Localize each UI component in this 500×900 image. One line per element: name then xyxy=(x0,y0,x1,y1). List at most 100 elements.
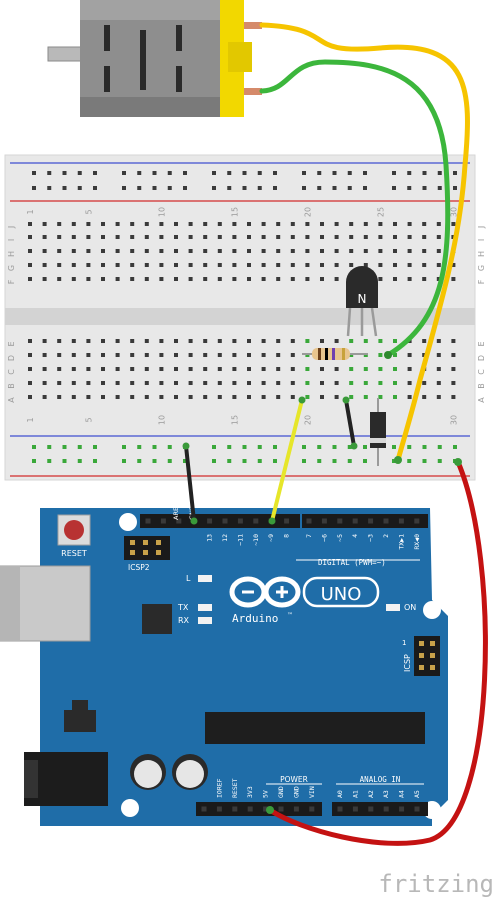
header-pin xyxy=(156,550,161,555)
digital-socket[interactable] xyxy=(253,518,259,524)
power-socket[interactable] xyxy=(263,806,269,812)
wire-black-board[interactable] xyxy=(344,398,356,448)
digital-socket[interactable] xyxy=(337,518,343,524)
digital-socket[interactable] xyxy=(237,518,243,524)
power-socket[interactable] xyxy=(247,806,253,812)
digital-socket[interactable] xyxy=(160,518,166,524)
rail-hole xyxy=(122,445,126,449)
breadboard-hole xyxy=(305,249,310,253)
breadboard-hole xyxy=(247,222,251,226)
analog-socket[interactable] xyxy=(383,806,389,812)
motor-terminal-2 xyxy=(244,88,262,95)
breadboard-hole xyxy=(174,395,178,399)
digital-socket[interactable] xyxy=(284,518,290,524)
rail-hole xyxy=(77,171,82,175)
breadboard-hole xyxy=(130,222,135,226)
power-socket[interactable] xyxy=(216,806,222,812)
breadboard-hole xyxy=(57,339,62,343)
breadboard-hole xyxy=(101,222,105,226)
rail-hole xyxy=(93,186,97,190)
analog-socket[interactable] xyxy=(414,806,420,812)
breadboard-hole xyxy=(363,235,368,239)
breadboard-hole xyxy=(451,277,456,281)
rail-hole xyxy=(437,171,442,175)
breadboard-hole xyxy=(203,249,208,253)
breadboard-hole xyxy=(349,339,354,343)
breadboard-hole xyxy=(261,277,266,281)
digital-socket[interactable] xyxy=(383,518,389,524)
breadboard-hole xyxy=(349,263,354,267)
power-socket[interactable] xyxy=(293,806,299,812)
led-rx-label: RX xyxy=(178,616,190,625)
breadboard-hole xyxy=(115,381,120,385)
rail-hole xyxy=(317,445,322,449)
rail-hole xyxy=(422,445,427,449)
digital-socket[interactable] xyxy=(321,518,327,524)
digital-socket[interactable] xyxy=(414,518,420,524)
power-socket[interactable] xyxy=(309,806,315,812)
breadboard-hole xyxy=(320,222,324,226)
led-on xyxy=(386,604,400,611)
breadboard-hole xyxy=(101,263,105,267)
breadboard-hole xyxy=(436,381,441,385)
resistor-band xyxy=(318,348,321,360)
rail-hole xyxy=(183,459,187,463)
wire-black-gnd[interactable] xyxy=(184,444,196,523)
rail-hole xyxy=(363,445,367,449)
wire-green-motor[interactable] xyxy=(259,59,451,358)
transistor-body xyxy=(346,266,378,308)
wire-yellow-motor[interactable] xyxy=(259,22,470,463)
breadboard-hole xyxy=(378,263,383,267)
breadboard-hole xyxy=(422,395,427,399)
analog-socket[interactable] xyxy=(399,806,405,812)
breadboard-hole xyxy=(378,353,383,357)
analog-socket[interactable] xyxy=(368,806,374,812)
rail-hole xyxy=(183,171,187,175)
digital-socket[interactable] xyxy=(352,518,358,524)
analog-socket[interactable] xyxy=(352,806,358,812)
rail-hole xyxy=(422,186,427,190)
breadboard-hole xyxy=(232,381,237,385)
row-letter: E xyxy=(7,341,16,346)
rail-hole xyxy=(77,459,82,463)
rail-hole xyxy=(332,459,337,463)
breadboard-hole xyxy=(115,235,120,239)
icsp2-label: ICSP2 xyxy=(128,563,150,572)
breadboard-hole xyxy=(130,367,135,371)
digital-socket[interactable] xyxy=(145,518,151,524)
breadboard-hole xyxy=(174,222,178,226)
digital-socket[interactable] xyxy=(176,518,182,524)
power-socket[interactable] xyxy=(232,806,238,812)
rail-hole xyxy=(242,445,247,449)
breadboard-hole xyxy=(378,367,383,371)
row-letter: E xyxy=(477,341,486,346)
breadboard-hole xyxy=(130,235,135,239)
digital-socket[interactable] xyxy=(207,518,213,524)
breadboard-hole xyxy=(363,249,368,253)
wire-yellow-pin9[interactable] xyxy=(270,398,304,523)
breadboard-hole xyxy=(422,222,427,226)
breadboard-hole xyxy=(436,353,441,357)
analog-socket[interactable] xyxy=(337,806,343,812)
digital-socket[interactable] xyxy=(368,518,374,524)
analog-header xyxy=(332,802,428,816)
wire-red-5v[interactable] xyxy=(267,459,488,846)
breadboard-hole xyxy=(159,395,164,399)
breadboard-hole xyxy=(28,395,32,399)
breadboard-hole xyxy=(393,367,397,371)
rail-hole xyxy=(32,186,36,190)
digital-socket[interactable] xyxy=(306,518,312,524)
wires xyxy=(182,22,488,846)
digital-socket[interactable] xyxy=(222,518,228,524)
breadboard-hole xyxy=(378,222,383,226)
digital-pin-label: RX◀0 xyxy=(413,534,421,550)
breadboard-hole xyxy=(232,395,237,399)
rail-hole xyxy=(422,459,427,463)
reset-button-cap[interactable] xyxy=(64,520,84,540)
diode-band xyxy=(370,438,386,443)
power-socket[interactable] xyxy=(278,806,284,812)
digital-socket[interactable] xyxy=(398,518,404,524)
power-socket[interactable] xyxy=(201,806,207,812)
rail-hole xyxy=(93,445,97,449)
